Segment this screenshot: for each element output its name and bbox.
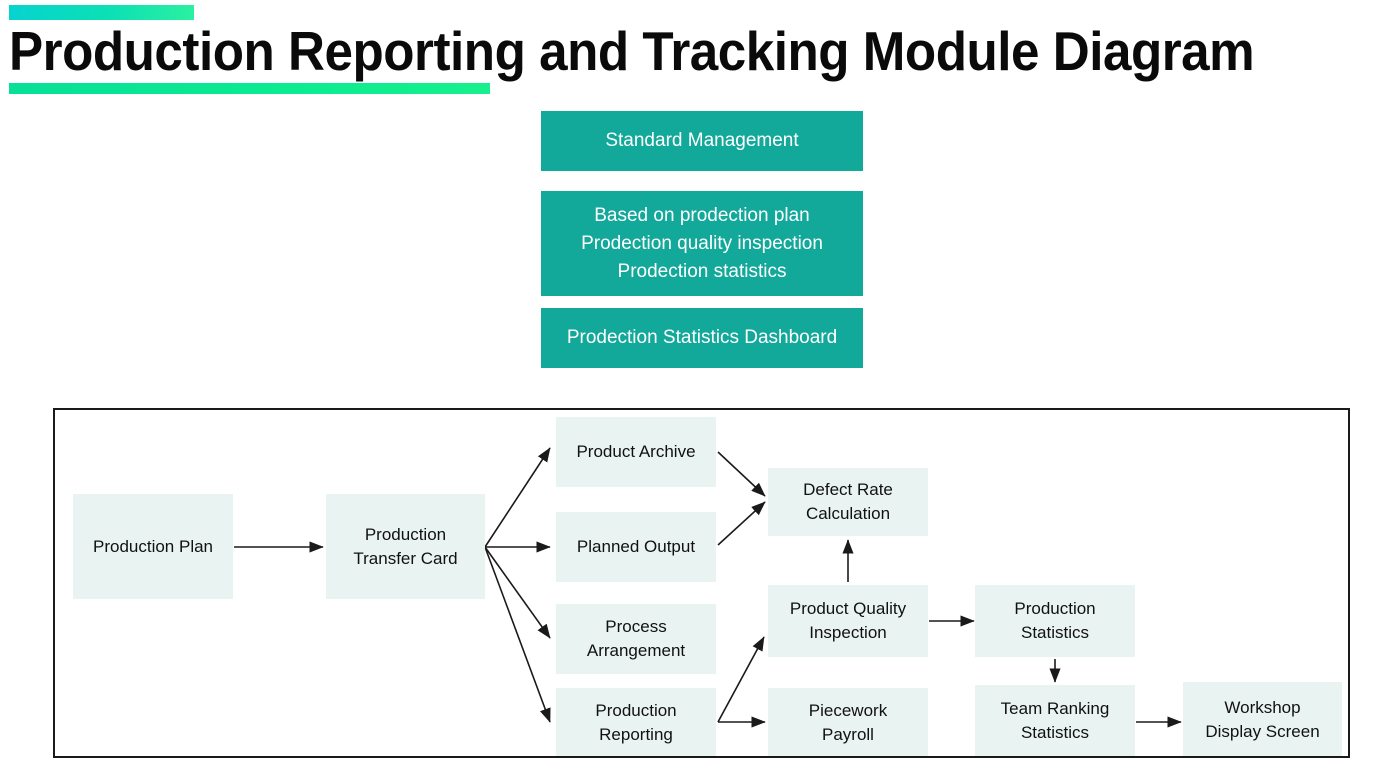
- summary-box-line: Prodection Statistics Dashboard: [566, 327, 838, 348]
- arrow-product-archive-to-defect-rate: [717, 451, 766, 497]
- node-label: Statistics: [1020, 723, 1089, 742]
- node-label: Production Plan: [92, 536, 214, 556]
- summary-box-line: Standard Management: [605, 130, 799, 151]
- summary-box-scope: Based on prodection plan Prodection qual…: [541, 191, 863, 296]
- node-production-statistics[interactable]: Production Statistics: [975, 585, 1135, 657]
- node-label: Workshop: [1224, 697, 1301, 717]
- node-label: Inspection: [809, 623, 887, 642]
- summary-box-statistics-dashboard: Prodection Statistics Dashboard: [541, 308, 863, 368]
- accent-bar-bottom: [9, 83, 490, 94]
- node-label: Statistics: [1020, 623, 1090, 642]
- page-title: Production Reporting and Tracking Module…: [9, 20, 1255, 82]
- node-label: Payroll: [822, 725, 874, 744]
- summary-box-line: Prodection quality inspection: [581, 232, 823, 254]
- flow-diagram-container: Production Plan Production Transfer Card…: [53, 408, 1350, 758]
- node-label: Planned Output: [576, 537, 696, 556]
- arrow-transfer-card-to-product-archive: [484, 447, 551, 548]
- node-production-plan[interactable]: Production Plan: [73, 494, 233, 599]
- arrow-transfer-card-to-production-reporting: [484, 546, 551, 723]
- node-product-quality-inspection[interactable]: Product Quality Inspection: [768, 585, 928, 657]
- summary-box-standard-management: Standard Management: [541, 111, 863, 171]
- node-production-transfer-card[interactable]: Production Transfer Card: [326, 494, 485, 599]
- node-workshop-display-screen[interactable]: Workshop Display Screen: [1183, 682, 1342, 756]
- node-product-archive[interactable]: Product Archive: [556, 417, 716, 487]
- node-label: Piecework: [808, 701, 888, 720]
- node-label: Team Ranking: [1000, 699, 1110, 718]
- node-label: Production: [1014, 599, 1096, 618]
- arrow-planned-output-to-defect-rate: [717, 501, 766, 546]
- page-header: Production Reporting and Tracking Module…: [0, 0, 1376, 100]
- node-piecework-payroll[interactable]: Piecework Payroll: [768, 688, 928, 756]
- node-label: Process: [605, 617, 667, 636]
- node-label: Product Archive: [576, 442, 696, 461]
- node-team-ranking-statistics[interactable]: Team Ranking Statistics: [975, 685, 1135, 756]
- arrow-transfer-card-to-process-arrangement: [484, 546, 551, 639]
- node-label: Calculation: [805, 504, 891, 523]
- node-label: Defect Rate: [803, 480, 893, 499]
- node-label: Transfer Card: [353, 548, 458, 568]
- summary-box-line: Prodection statistics: [617, 260, 787, 282]
- node-defect-rate-calculation[interactable]: Defect Rate Calculation: [768, 468, 928, 536]
- accent-bar-top: [9, 5, 194, 20]
- summary-box-line: Based on prodection plan: [594, 204, 810, 226]
- node-label: Product Quality: [789, 599, 907, 618]
- node-production-reporting[interactable]: Production Reporting: [556, 688, 716, 756]
- node-label: Production: [364, 524, 447, 544]
- node-label: Arrangement: [586, 641, 686, 660]
- node-label: Production: [595, 701, 677, 720]
- node-planned-output[interactable]: Planned Output: [556, 512, 716, 582]
- flow-arrows-layer: [234, 447, 1182, 728]
- node-label: Display Screen: [1205, 721, 1320, 741]
- node-process-arrangement[interactable]: Process Arrangement: [556, 604, 716, 674]
- node-label: Reporting: [599, 725, 673, 744]
- arrow-production-reporting-to-quality-inspection: [717, 636, 765, 723]
